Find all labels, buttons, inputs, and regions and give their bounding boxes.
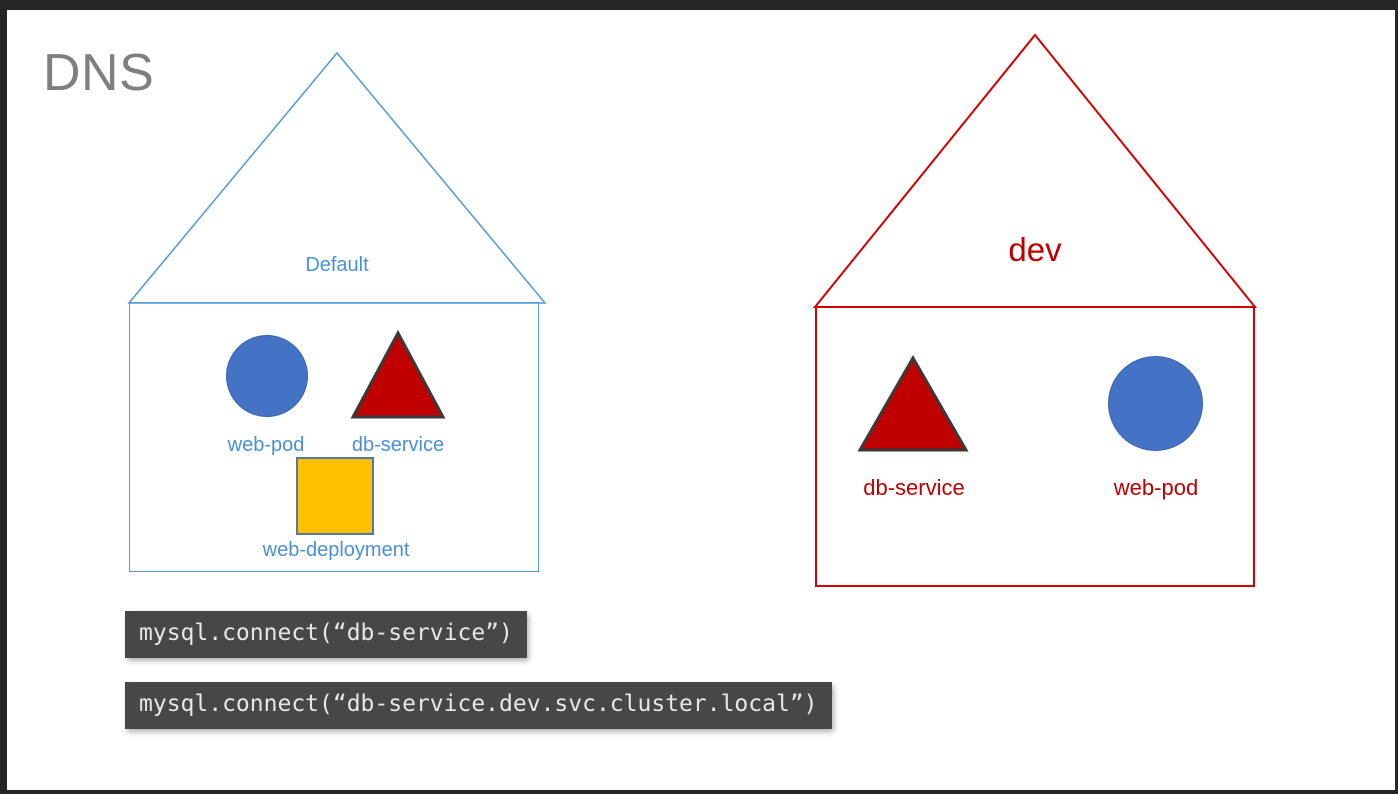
caption-web-deployment-default: web-deployment [262, 539, 410, 561]
shape-db-service-default[interactable] [350, 330, 446, 420]
namespace-dev-label: dev [1008, 231, 1062, 268]
triangle-icon [350, 330, 446, 419]
slide-canvas: DNS Default web-pod db-service web-deplo… [7, 10, 1395, 790]
caption-db-service-default: db-service [351, 434, 445, 456]
caption-db-service-dev: db-service [863, 475, 965, 500]
caption-web-pod-default: web-pod [227, 434, 305, 456]
namespace-default-label: Default [305, 254, 369, 276]
code-callout-short-name[interactable]: mysql.connect(“db-service”) [125, 611, 527, 658]
shape-web-pod-dev[interactable] [1108, 356, 1203, 451]
code-callout-fqdn[interactable]: mysql.connect(“db-service.dev.svc.cluste… [125, 682, 832, 729]
namespace-dev-body [815, 306, 1255, 587]
triangle-icon [857, 355, 969, 452]
house-roof-default-icon [127, 51, 547, 304]
namespace-default-house[interactable]: Default web-pod db-service web-deploymen… [122, 43, 552, 578]
namespace-default-body [129, 302, 539, 572]
caption-web-pod-dev: web-pod [1113, 475, 1199, 500]
shape-web-pod-default[interactable] [226, 335, 308, 417]
page-title: DNS [43, 44, 155, 102]
namespace-dev-house[interactable]: dev db-service web-pod [807, 25, 1263, 595]
shape-web-deployment-default[interactable] [296, 457, 374, 535]
shape-db-service-dev[interactable] [857, 355, 969, 453]
